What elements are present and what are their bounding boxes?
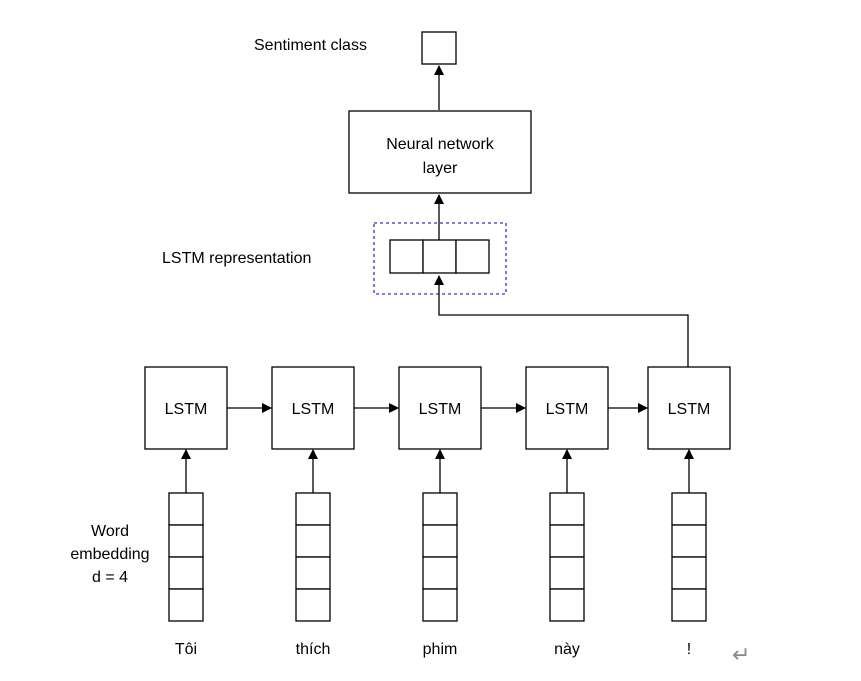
lstm-representation-vector xyxy=(389,239,490,274)
word-embedding-label-line1: Word xyxy=(91,523,129,540)
lstm-cell-box xyxy=(525,366,609,450)
representation-cell xyxy=(455,239,490,274)
embedding-cell xyxy=(671,524,707,558)
sentiment-class-box xyxy=(421,31,457,65)
lstm-cell-label: LSTM xyxy=(292,401,335,418)
embedding-cell xyxy=(168,556,204,590)
embedding-cell xyxy=(295,588,331,622)
input-word: Tôi xyxy=(175,641,197,658)
lstm-cell-label: LSTM xyxy=(668,401,711,418)
input-word: thích xyxy=(296,641,331,658)
return-arrow-icon: ↵ xyxy=(732,642,750,667)
sentiment-class-label: Sentiment class xyxy=(254,37,367,54)
neural-network-label-line1: Neural network xyxy=(386,136,495,153)
input-word: này xyxy=(554,641,580,658)
embedding-cell xyxy=(671,588,707,622)
neural-network-layer-box xyxy=(348,110,532,194)
neural-network-label-line2: layer xyxy=(423,160,458,177)
input-word: phim xyxy=(423,641,458,658)
lstm-cell-label: LSTM xyxy=(546,401,589,418)
embedding-cell xyxy=(422,492,458,526)
embedding-cell xyxy=(295,524,331,558)
lstm-cell-box xyxy=(647,366,731,450)
embedding-cell xyxy=(549,524,585,558)
embedding-cell xyxy=(422,588,458,622)
embedding-cell xyxy=(168,588,204,622)
embedding-cell xyxy=(671,556,707,590)
representation-cell xyxy=(422,239,457,274)
lstm-cell-label: LSTM xyxy=(419,401,462,418)
arrow-last-lstm-to-repr xyxy=(434,275,689,367)
representation-cell xyxy=(389,239,424,274)
embedding-cell xyxy=(168,492,204,526)
embedding-cell xyxy=(422,556,458,590)
embedding-cell xyxy=(168,524,204,558)
embedding-cell xyxy=(549,492,585,526)
embedding-cell xyxy=(549,588,585,622)
lstm-chain: LSTM Tôi LSTM thích LSTM phim LSTM này LSTM! xyxy=(144,366,731,658)
embedding-cell xyxy=(671,492,707,526)
input-word: ! xyxy=(687,641,691,658)
word-embedding-label-line3: d = 4 xyxy=(92,569,128,586)
lstm-representation-dashed-border xyxy=(373,222,507,295)
embedding-cell xyxy=(295,556,331,590)
embedding-cell xyxy=(295,492,331,526)
lstm-cell-label: LSTM xyxy=(165,401,208,418)
lstm-cell-box xyxy=(271,366,355,450)
word-embedding-label-line2: embedding xyxy=(70,546,149,563)
embedding-cell xyxy=(422,524,458,558)
embedding-cell xyxy=(549,556,585,590)
lstm-representation-label: LSTM representation xyxy=(162,250,311,267)
